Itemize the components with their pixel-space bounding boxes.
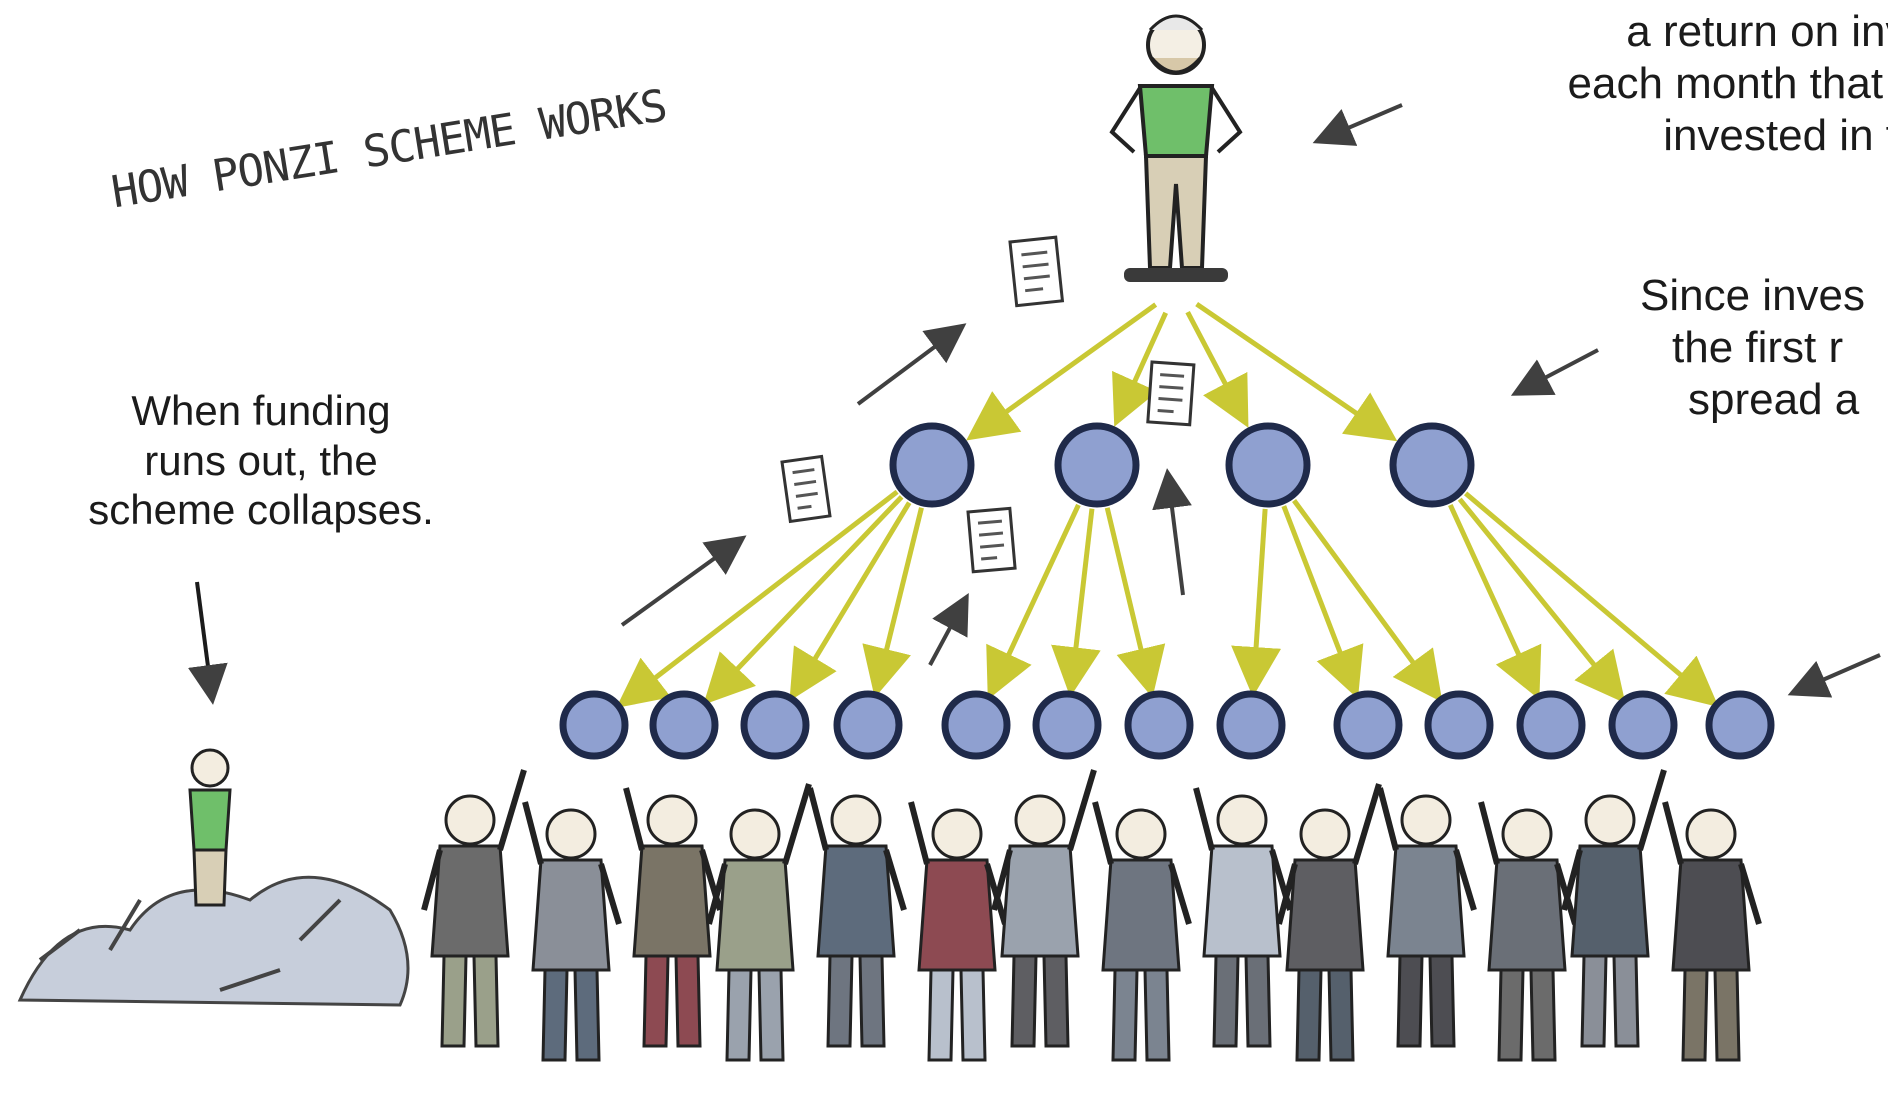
- level2-investor-node: [1608, 690, 1678, 760]
- flow-arrow: [703, 495, 904, 705]
- arrow-money-up-4: [1152, 468, 1192, 596]
- caption-line: spread a: [1688, 374, 1860, 424]
- ponzi-schemer-figure: [1109, 14, 1243, 282]
- arrow-money-up-2: [620, 535, 747, 627]
- flow-arrow: [986, 503, 1081, 700]
- caption-line: scheme collapses.: [88, 486, 434, 534]
- investor-figure: [908, 801, 1008, 1062]
- caption-spread: Since inves the first r spread a: [1610, 270, 1888, 426]
- level1-investor-node: [889, 422, 975, 508]
- flow-arrow: [1457, 497, 1626, 704]
- level1-investor-node: [1389, 422, 1475, 508]
- level2-investor-node: [1424, 690, 1494, 760]
- arrow-to-level1: [1510, 348, 1599, 396]
- investor-figure: [1276, 783, 1382, 1062]
- caption-line: runs out, the: [144, 436, 378, 484]
- flow-arrow: [1195, 302, 1398, 442]
- flow-arrow: [616, 489, 899, 708]
- level2-investor-node: [1032, 690, 1102, 760]
- investor-figure: [1662, 801, 1762, 1062]
- annotation-arrows: [188, 103, 1881, 705]
- level2-investor-node: [1516, 690, 1586, 760]
- flow-arrow: [1448, 503, 1542, 700]
- money-notes: [780, 235, 1196, 574]
- level1-investors: [889, 422, 1475, 508]
- money-note-icon: [1146, 360, 1196, 427]
- level2-investor-node: [559, 690, 629, 760]
- flow-arrow: [1292, 498, 1443, 703]
- level1-investor-node: [1054, 422, 1140, 508]
- flow-arrow: [1281, 505, 1364, 699]
- investor-figure: [1377, 787, 1477, 1048]
- flow-arrow: [1051, 508, 1101, 698]
- arrow-to-top-person: [1312, 103, 1403, 146]
- investor-figure: [1478, 801, 1578, 1062]
- flow-arrow: [789, 501, 912, 702]
- investor-figure: [706, 783, 812, 1062]
- level2-investor-node: [649, 690, 719, 760]
- level2-investor-node: [833, 690, 903, 760]
- caption-line: a return on inve: [1626, 7, 1888, 56]
- investor-figure: [1561, 769, 1667, 1048]
- money-note-icon: [1008, 235, 1065, 308]
- investor-figure: [522, 801, 622, 1062]
- level2-investor-node: [1124, 690, 1194, 760]
- flow-arrow: [1112, 311, 1168, 427]
- caption-return: a return on inve each month that th inve…: [1440, 6, 1888, 162]
- investor-figure: [623, 787, 723, 1048]
- arrow-collapse: [188, 581, 228, 705]
- flow-arrow: [1185, 310, 1249, 428]
- arrow-money-up-1: [856, 323, 967, 406]
- level2-investor-node: [1216, 690, 1286, 760]
- flow-arrows: [616, 302, 1719, 708]
- money-note-icon: [966, 506, 1017, 574]
- level2-investor-node: [941, 690, 1011, 760]
- investor-figure: [1193, 787, 1293, 1048]
- level2-investor-node: [1705, 690, 1775, 760]
- investor-figure: [807, 787, 907, 1048]
- flow-arrow: [1231, 508, 1282, 698]
- caption-line: the first r: [1672, 322, 1844, 372]
- caption-line: invested in t: [1663, 110, 1888, 160]
- investor-figure: [1092, 801, 1192, 1062]
- caption-line: each month that th: [1567, 58, 1888, 108]
- investor-figure: [991, 769, 1097, 1048]
- level2-investors: [559, 690, 1775, 760]
- caption-line: Since inves: [1640, 271, 1866, 320]
- arrow-to-level2: [1787, 653, 1881, 698]
- level1-investor-node: [1225, 422, 1311, 508]
- money-note-icon: [780, 454, 832, 524]
- flow-arrow: [862, 507, 924, 698]
- level2-investor-node: [1333, 690, 1403, 760]
- arrow-money-up-3: [928, 592, 969, 666]
- investor-figure: [421, 769, 527, 1048]
- flow-arrow: [1464, 491, 1719, 707]
- level2-investor-node: [740, 690, 810, 760]
- caption-collapse: When funding runs out, the scheme collap…: [46, 386, 476, 535]
- angry-investor-crowd: [421, 769, 1762, 1062]
- caption-line: When funding: [131, 387, 391, 434]
- flow-arrow: [1104, 507, 1166, 698]
- collapsed-pile-figure: [17, 748, 410, 1007]
- flow-arrow: [966, 302, 1158, 441]
